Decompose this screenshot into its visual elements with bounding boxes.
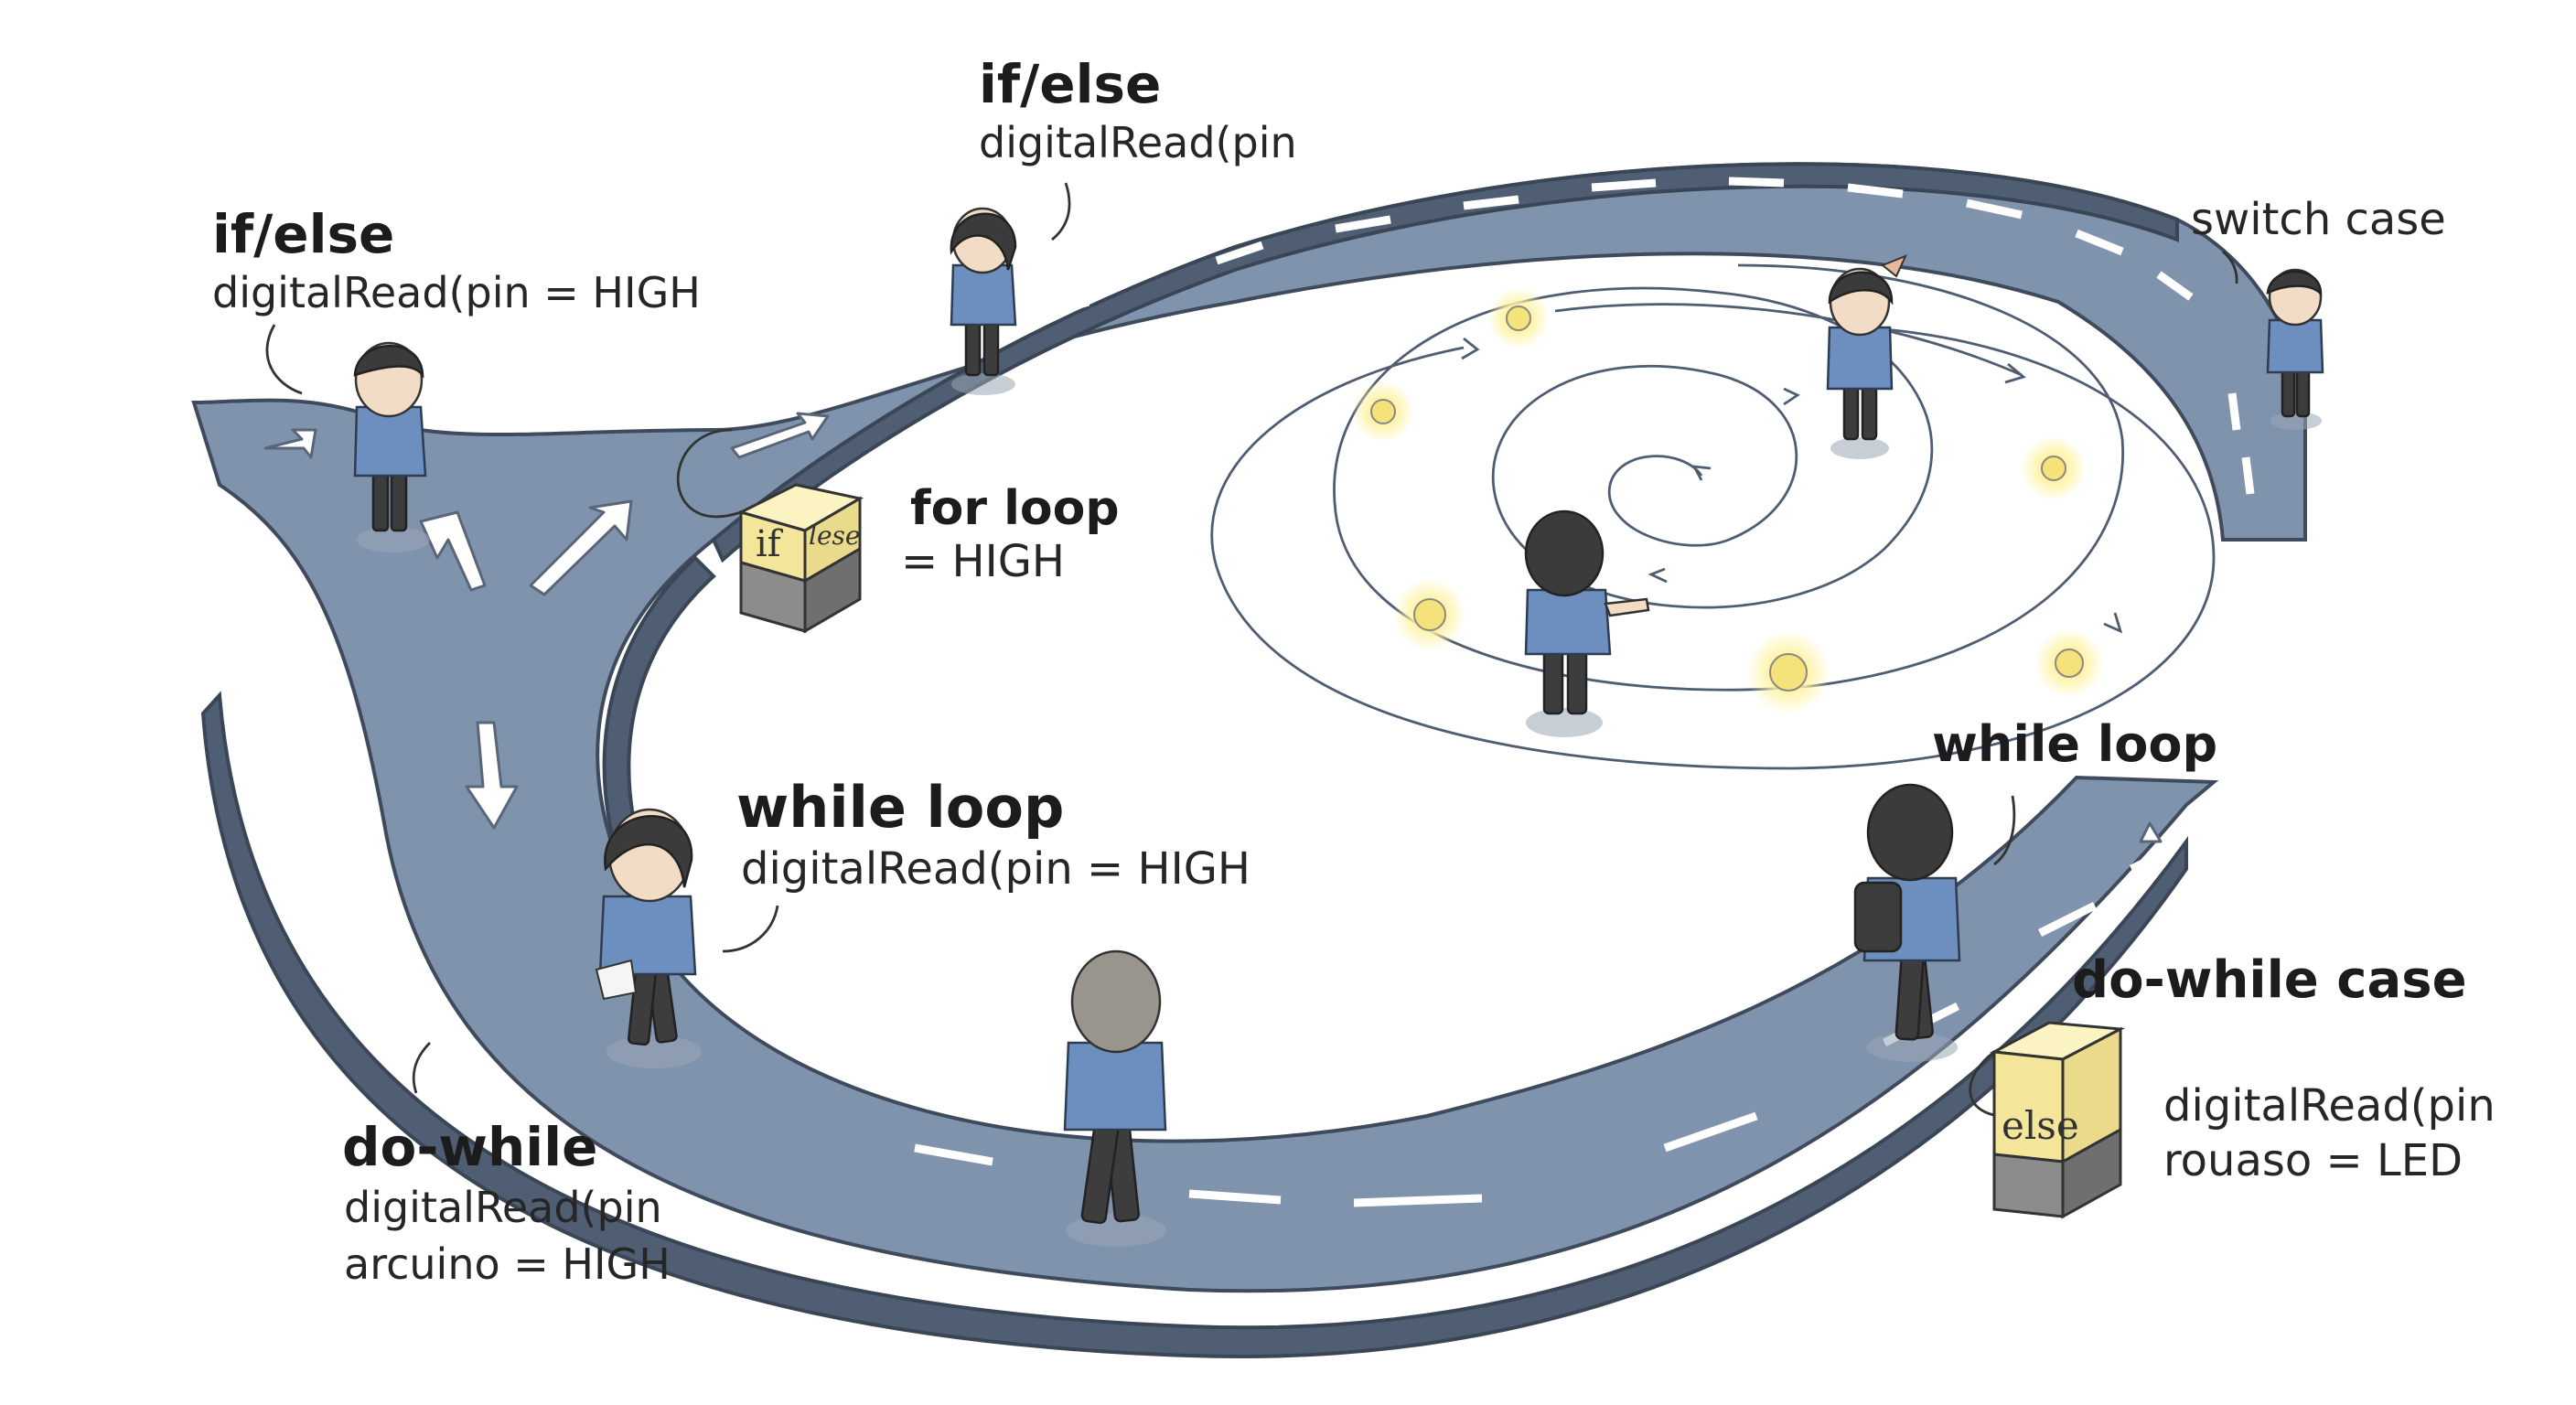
- label-do-while-right: do-while case digitalRead(pin rouaso = L…: [2072, 950, 2496, 1186]
- label-do-while-left: do-while digitalRead(pin arcuino = HIGH: [342, 1116, 671, 1289]
- person-icon: [1826, 254, 1907, 459]
- glowing-lights: [1352, 287, 2104, 714]
- label-left-if-else: if/else digitalRead(pin = HIGH: [212, 203, 701, 317]
- person-icon: [1853, 783, 1961, 1062]
- label-top-if-else: if/else digitalRead(pin: [979, 53, 1297, 167]
- glowing-light-icon: [2041, 456, 2066, 481]
- spiral-loop: [1210, 263, 2216, 770]
- label-title: while loop: [736, 774, 1064, 841]
- label-for-loop: for loop = HIGH: [901, 481, 1120, 587]
- direction-arrow-icon: [465, 721, 519, 830]
- label-title: if/else: [979, 53, 1161, 115]
- label-code: = HIGH: [901, 536, 1065, 587]
- person-icon: [353, 341, 430, 552]
- label-title: do-while case: [2072, 950, 2467, 1010]
- direction-arrow-icon: [730, 412, 830, 459]
- pointer-arrows: [265, 182, 2238, 1094]
- person-icon: [2266, 268, 2324, 430]
- direction-arrow-icon: [529, 499, 633, 596]
- person-icon: [1524, 509, 1650, 737]
- direction-arrow-icon: [2139, 821, 2163, 843]
- logic-block-left-label-if: if: [756, 523, 784, 565]
- label-title: for loop: [910, 481, 1120, 536]
- glowing-light-icon: [1769, 653, 1808, 692]
- spiral-outer: [1210, 327, 2216, 770]
- label-title: if/else: [212, 203, 394, 265]
- person-icon: [1063, 949, 1167, 1247]
- logic-block-left: if lese: [676, 428, 864, 634]
- label-while-loop-right: while loop: [1932, 715, 2217, 773]
- logic-block-left-label-else: lese: [809, 520, 860, 551]
- direction-arrow-icon: [419, 510, 487, 592]
- label-title: switch case: [2191, 194, 2446, 245]
- label-code-line1: digitalRead(pin: [344, 1183, 662, 1232]
- road-side-main: [200, 691, 2188, 1358]
- label-code-line2: rouaso = LED: [2163, 1135, 2463, 1186]
- backpack-icon: [1853, 881, 1903, 953]
- road-side-upper: [711, 162, 2179, 563]
- logic-block-right-label: else: [2002, 1103, 2079, 1148]
- label-while-loop-left: while loop digitalRead(pin = HIGH: [736, 774, 1250, 895]
- person-icon: [950, 207, 1017, 395]
- label-code: digitalRead(pin = HIGH: [741, 843, 1250, 895]
- logic-block-right: else: [1969, 1021, 2126, 1219]
- label-code: digitalRead(pin = HIGH: [212, 268, 701, 317]
- label-title: while loop: [1932, 715, 2217, 773]
- glowing-light-icon: [2055, 649, 2084, 678]
- label-switch-case: switch case: [2191, 194, 2446, 245]
- glowing-light-icon: [1506, 306, 1531, 331]
- label-code: digitalRead(pin: [979, 118, 1297, 167]
- label-code-line2: arcuino = HIGH: [344, 1239, 671, 1289]
- spiral-arc-top: [1554, 303, 2023, 377]
- label-code-line1: digitalRead(pin: [2163, 1080, 2496, 1132]
- label-title: do-while: [342, 1116, 597, 1178]
- direction-arrow-icon: [263, 428, 317, 459]
- glowing-light-icon: [1370, 399, 1396, 424]
- glowing-light-icon: [1413, 598, 1446, 631]
- person-icon: [595, 808, 702, 1068]
- road-arrows: [263, 412, 2163, 843]
